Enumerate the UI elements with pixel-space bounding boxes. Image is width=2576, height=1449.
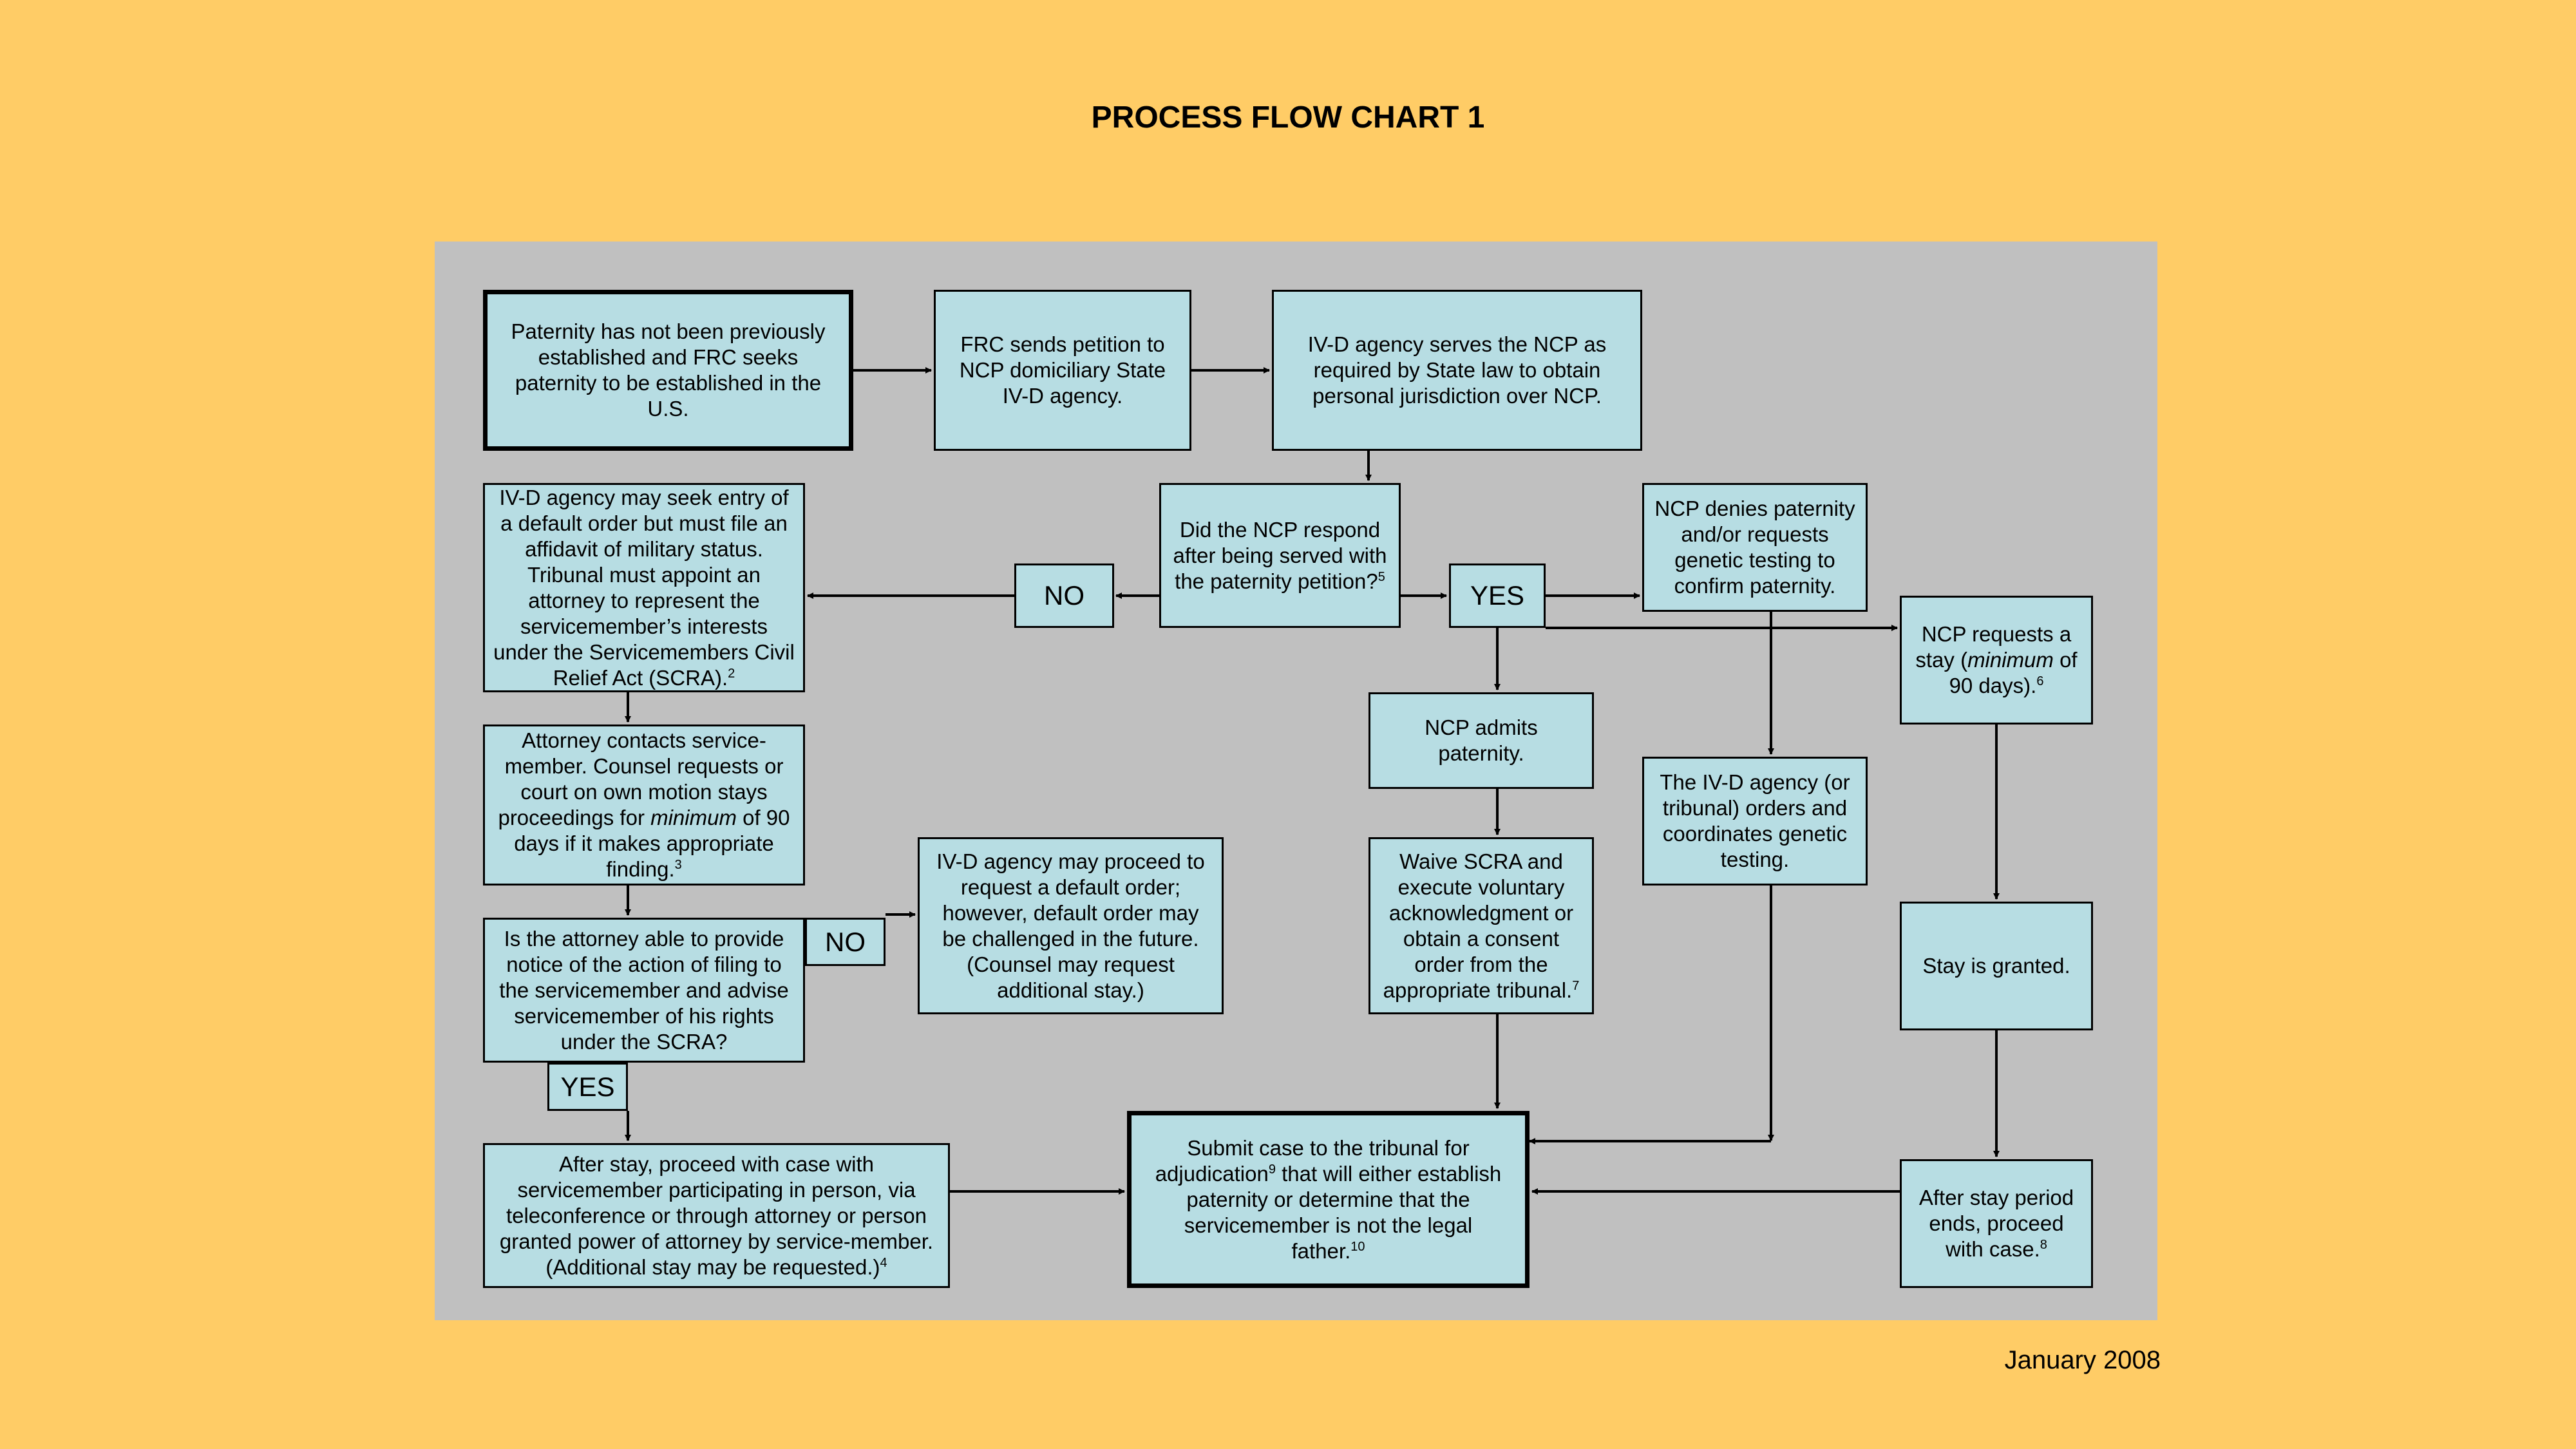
yes-tag-1: YES	[1449, 564, 1546, 628]
after-stay-text: After stay, proceed with case with servi…	[493, 1151, 940, 1280]
after-stay-box: After stay, proceed with case with servi…	[483, 1143, 950, 1288]
stay-granted-box: Stay is granted.	[1900, 902, 2093, 1030]
after-stay-body: After stay, proceed with case with servi…	[499, 1151, 934, 1279]
submit-text-a: Submit case to the tribunal for adjudica…	[1155, 1135, 1470, 1186]
ncp-denies-box: NCP denies paternity and/or requests gen…	[1642, 483, 1868, 612]
footnote-6: 6	[2036, 674, 2044, 688]
ivd-serves-box: IV-D agency serves the NCP as required b…	[1272, 290, 1642, 451]
ncp-respond-text: Did the NCP respond after being served w…	[1170, 517, 1390, 594]
ncp-denies-text: NCP denies paternity and/or requests gen…	[1654, 497, 1855, 598]
attorney-contacts-before: Attorney contacts service-member. Counse…	[498, 728, 784, 829]
footnote-3: 3	[674, 858, 682, 872]
no-tag-1: NO	[1014, 564, 1114, 628]
no-tag-2-text: NO	[825, 926, 866, 957]
stay-granted-text: Stay is granted.	[1922, 954, 2070, 978]
stay-ends-text: After stay period ends, proceed with cas…	[1911, 1185, 2082, 1262]
yes-tag-2-text: YES	[560, 1071, 615, 1102]
stay-ends-box: After stay period ends, proceed with cas…	[1900, 1159, 2093, 1288]
waive-scra-text: Waive SCRA and execute voluntary acknowl…	[1377, 849, 1586, 1003]
may-proceed-box: IV-D agency may proceed to request a def…	[918, 837, 1224, 1014]
yes-tag-1-text: YES	[1470, 580, 1525, 611]
attorney-contacts-box: Attorney contacts service-member. Counse…	[483, 724, 805, 886]
ncp-respond-box: Did the NCP respond after being served w…	[1159, 483, 1401, 628]
ivd-serves-text: IV-D agency serves the NCP as required b…	[1307, 332, 1607, 408]
footnote-9: 9	[1268, 1162, 1276, 1177]
attorney-contacts-text: Attorney contacts service-member. Counse…	[491, 728, 797, 882]
attorney-contacts-emphasis: minimum	[650, 806, 737, 829]
frc-sends-box: FRC sends petition to NCP domiciliary St…	[934, 290, 1191, 451]
start-box: Paternity has not been previously establ…	[483, 290, 853, 451]
stay-ends-body: After stay period ends, proceed with cas…	[1918, 1186, 2074, 1261]
ncp-admits-box: NCP admits paternity.	[1368, 692, 1594, 789]
footnote-8: 8	[2040, 1238, 2047, 1252]
footnote-10: 10	[1350, 1239, 1365, 1254]
may-proceed-text: IV-D agency may proceed to request a def…	[936, 849, 1205, 1002]
no-tag-1-text: NO	[1044, 580, 1084, 611]
submit-case-box: Submit case to the tribunal for adjudica…	[1127, 1111, 1530, 1288]
ncp-admits-text: NCP admits paternity.	[1425, 715, 1538, 765]
attorney-able-text: Is the attorney able to provide notice o…	[499, 926, 789, 1054]
waive-scra-box: Waive SCRA and execute voluntary acknowl…	[1368, 837, 1594, 1014]
start-text: Paternity has not been previously establ…	[511, 319, 826, 421]
footnote-4: 4	[880, 1255, 887, 1270]
footnote-7: 7	[1572, 978, 1580, 993]
default-order-box: IV-D agency may seek entry of a default …	[483, 483, 805, 692]
ncp-requests-stay-text: NCP requests a stay (minimum of 90 days)…	[1911, 621, 2082, 699]
yes-tag-2: YES	[547, 1063, 628, 1111]
requests-stay-before: NCP requests a stay (	[1915, 622, 2072, 672]
requests-stay-after: of 90 days).	[1949, 648, 2078, 697]
waive-scra-body: Waive SCRA and execute voluntary acknowl…	[1383, 849, 1574, 1002]
genetic-testing-text: The IV-D agency (or tribunal) orders and…	[1660, 770, 1850, 871]
footer-date: January 2008	[2004, 1346, 2161, 1374]
requests-stay-emphasis: minimum	[1967, 648, 2054, 672]
ncp-respond-body: Did the NCP respond after being served w…	[1173, 517, 1387, 593]
attorney-able-box: Is the attorney able to provide notice o…	[483, 918, 805, 1063]
ncp-requests-stay-box: NCP requests a stay (minimum of 90 days)…	[1900, 596, 2093, 724]
footnote-2: 2	[728, 666, 735, 681]
frc-sends-text: FRC sends petition to NCP domiciliary St…	[959, 332, 1166, 408]
submit-case-text: Submit case to the tribunal for adjudica…	[1151, 1135, 1506, 1264]
footnote-5: 5	[1378, 569, 1385, 584]
default-order-body: IV-D agency may seek entry of a default …	[493, 485, 795, 690]
genetic-testing-box: The IV-D agency (or tribunal) orders and…	[1642, 757, 1868, 886]
page-title: PROCESS FLOW CHART 1	[1091, 100, 1485, 135]
attorney-contacts-after: of 90 days if it makes appropriate findi…	[514, 806, 790, 881]
submit-text-b: that will either establish paternity or …	[1184, 1161, 1502, 1263]
no-tag-2: NO	[805, 918, 886, 966]
default-order-text: IV-D agency may seek entry of a default …	[491, 485, 797, 691]
